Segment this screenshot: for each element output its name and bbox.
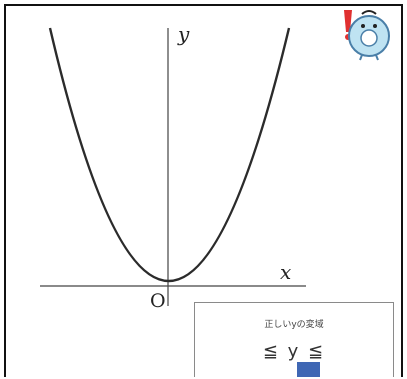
range-expression: ≦ y ≦ <box>262 341 326 362</box>
parabola-graph <box>40 27 306 306</box>
scroll-handle[interactable] <box>297 362 320 377</box>
y-axis-label: y <box>178 22 190 46</box>
y-range-answer-panel[interactable]: 正しいyの変域 ≦ y ≦ <box>194 302 394 377</box>
x-axis-label: x <box>280 260 292 284</box>
parabola-curve <box>48 27 291 283</box>
donut-mascot-icon <box>344 10 390 61</box>
range-panel-title: 正しいyの変域 <box>264 320 324 330</box>
origin-label: O <box>150 290 166 312</box>
